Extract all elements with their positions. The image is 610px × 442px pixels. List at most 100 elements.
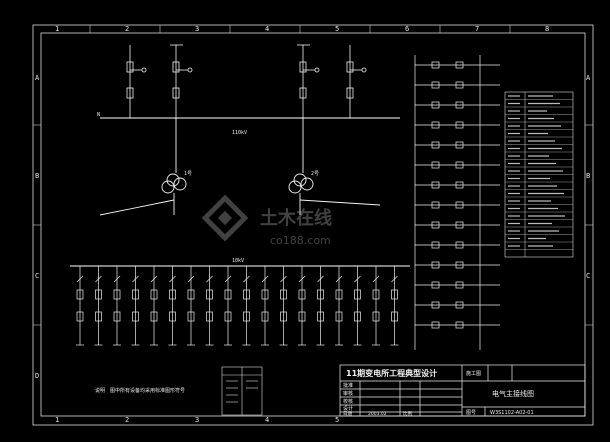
feeder-switch xyxy=(206,275,213,283)
feeder-ct xyxy=(372,311,380,322)
tb-date-value: 2003.02 xyxy=(368,411,387,417)
transformer-2-label: 2号 xyxy=(311,171,319,177)
incoming-bays xyxy=(126,44,367,118)
zone-row: B xyxy=(586,172,590,180)
feeder-breaker xyxy=(132,289,139,300)
feeder-ct xyxy=(261,311,269,322)
feeder-ct xyxy=(113,311,121,322)
rack-breaker xyxy=(431,261,440,269)
feeder-switch xyxy=(95,275,102,283)
zone-col: 8 xyxy=(545,25,549,33)
bus-n-label: N xyxy=(97,112,100,118)
feeder-ct xyxy=(95,311,102,322)
feeder-ct xyxy=(354,311,361,322)
feeder-breaker xyxy=(206,289,213,300)
zone-col: 4 xyxy=(265,25,269,33)
incomer-breaker xyxy=(172,61,180,73)
zone-col: 1 xyxy=(55,416,59,424)
feeder-breaker xyxy=(372,289,380,300)
feeder-breaker xyxy=(150,289,158,300)
bus-10kv-label: 10kV xyxy=(232,258,244,264)
tb-row-approve: 批准 xyxy=(343,382,353,389)
rack-meter xyxy=(455,201,464,209)
zone-col: 1 xyxy=(55,25,59,33)
rack-breaker xyxy=(431,101,440,109)
rack-meter xyxy=(455,61,464,69)
zone-row: D xyxy=(35,372,39,380)
feeder-switch xyxy=(224,275,232,283)
feeder-switch xyxy=(113,275,121,283)
tb-scale-label: 比例 xyxy=(403,410,412,417)
feeder-ct xyxy=(298,311,306,322)
incomer-pt xyxy=(141,67,147,73)
feeder-breaker xyxy=(391,289,398,300)
zone-col: 2 xyxy=(125,25,129,33)
zone-col: 3 xyxy=(195,416,199,424)
feeder-breaker xyxy=(317,289,324,300)
zone-col: 2 xyxy=(125,416,129,424)
feeder-breaker xyxy=(224,289,232,300)
rack-breaker xyxy=(431,141,440,149)
feeder-switch xyxy=(298,275,306,283)
feeder-switch xyxy=(169,275,176,283)
tb-row-design: 设计 xyxy=(343,405,353,412)
feeder-breaker xyxy=(187,289,195,300)
zone-row: A xyxy=(35,74,40,82)
column-zone-labels: 1 2 3 4 5 6 7 8 1 2 3 4 5 xyxy=(55,25,549,424)
feeder-ct xyxy=(243,311,250,322)
rack-meter xyxy=(455,81,464,89)
watermark: 土木在线 co188.com xyxy=(201,194,332,247)
zone-col: 5 xyxy=(335,25,339,33)
rack-meter xyxy=(455,141,464,149)
tb-row-review: 审核 xyxy=(343,390,353,397)
rack-breaker xyxy=(431,61,440,69)
outgoing-feeders xyxy=(76,266,399,346)
rack-meter xyxy=(455,321,464,329)
right-feeder-rack xyxy=(414,55,500,350)
transformer-2-winding xyxy=(293,173,307,187)
rack-breaker xyxy=(431,161,440,169)
feeder-switch xyxy=(372,275,380,283)
feeder-ct xyxy=(335,311,343,322)
main-transformers xyxy=(99,118,381,216)
zone-ticks xyxy=(33,25,593,326)
feeder-ct xyxy=(280,311,287,322)
rack-breaker xyxy=(431,121,440,129)
rack-breaker xyxy=(431,81,440,89)
drawing-title: 电气主接线图 xyxy=(492,389,534,398)
tb-drawing-no-label: 图号 xyxy=(466,410,476,416)
rack-meter xyxy=(455,181,464,189)
tb-row-check: 校核 xyxy=(343,398,353,405)
incomer-breaker xyxy=(346,61,354,73)
symbol-legend-box xyxy=(221,366,263,416)
feeder-breaker xyxy=(169,289,176,300)
rack-meter xyxy=(455,121,464,129)
zone-col: 5 xyxy=(335,416,339,424)
equipment-table xyxy=(504,91,574,258)
feeder-ct xyxy=(206,311,213,322)
project-title: 11期变电所工程典型设计 xyxy=(346,368,437,378)
feeder-switch xyxy=(354,275,361,283)
transformer-1-label: 1号 xyxy=(184,171,192,177)
feeder-switch xyxy=(391,275,398,283)
feeder-ct xyxy=(224,311,232,322)
feeder-switch xyxy=(261,275,269,283)
feeder-ct xyxy=(76,311,84,322)
feeder-breaker xyxy=(113,289,121,300)
zone-row: B xyxy=(35,172,39,180)
legend-note: 图中所有设备均采用标准图形符号 xyxy=(110,387,185,394)
feeder-switch xyxy=(187,275,195,283)
feeder-ct xyxy=(391,311,398,322)
zone-col: 7 xyxy=(475,25,479,33)
incomer-pt xyxy=(187,67,193,73)
feeder-breaker xyxy=(76,289,84,300)
incomer-breaker xyxy=(299,61,307,73)
rack-meter xyxy=(455,301,464,309)
feeder-breaker xyxy=(298,289,306,300)
feeder-breaker xyxy=(280,289,287,300)
rack-meter xyxy=(455,241,464,249)
rack-breaker xyxy=(431,221,440,229)
design-stage: 施工图 xyxy=(466,370,481,377)
feeder-switch xyxy=(76,275,84,283)
feeder-breaker xyxy=(354,289,361,300)
